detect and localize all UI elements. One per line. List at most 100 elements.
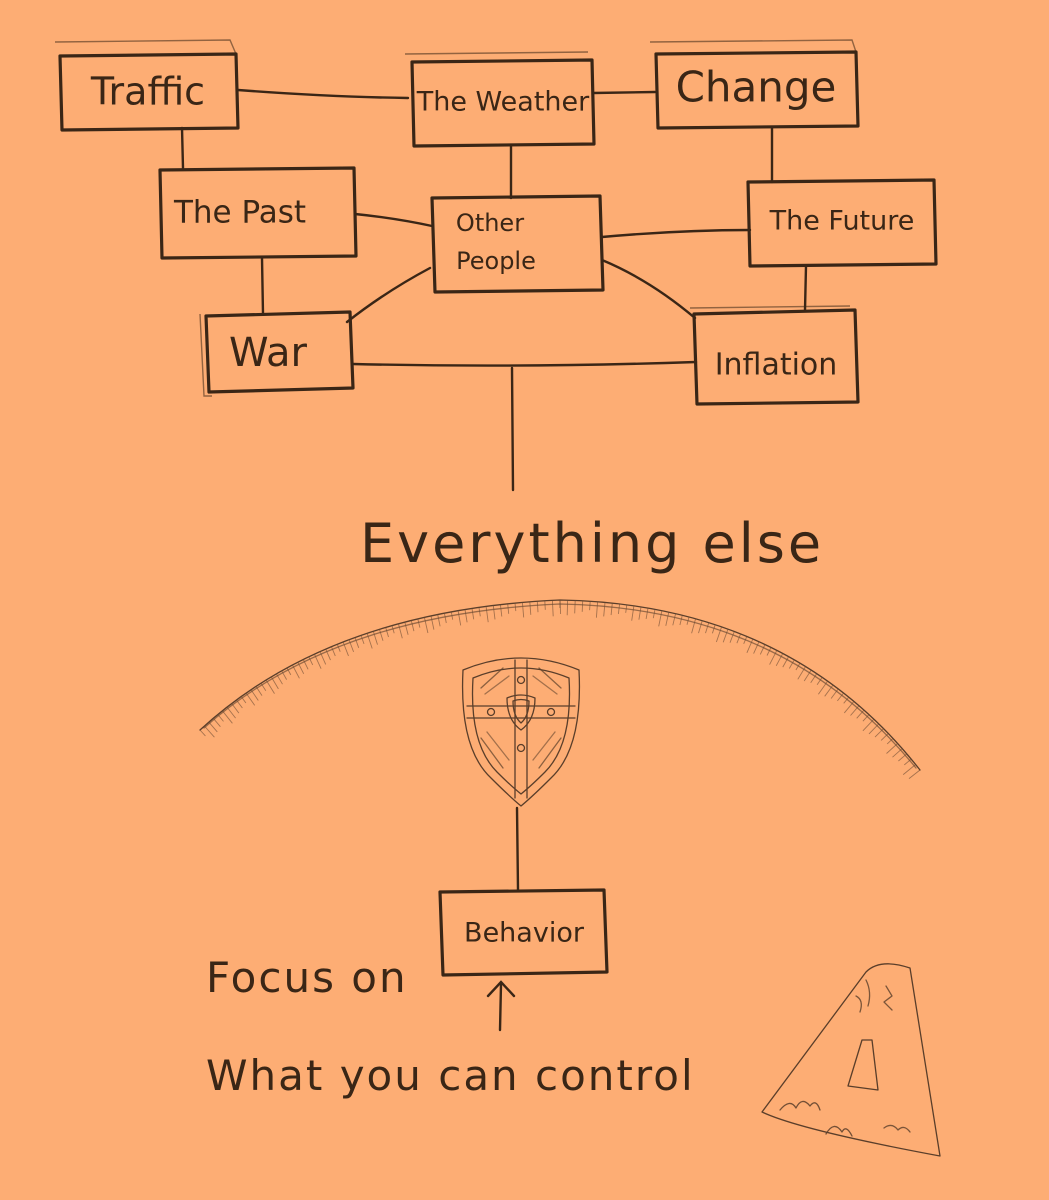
arc-hatch-stroke [270,676,279,690]
arc-hatch-stroke [652,609,656,619]
arc-hatch-stroke [617,603,621,614]
arc-hatch-stroke [705,622,710,634]
arc-hatch-stroke [378,629,384,641]
arc-hatch-stroke [803,669,812,682]
arc-hatch-stroke [816,677,823,686]
arc-hatch-stroke [423,617,429,634]
node-weather-label: The Weather [416,87,590,118]
arc-hatch-stroke [862,714,870,722]
arc-hatch-stroke [769,650,778,665]
arc-hatch-stroke [231,703,240,714]
arc-hatch-stroke [795,662,801,671]
arc-hatch-stroke [336,644,341,652]
arc-hatch-stroke [281,670,287,680]
connector-past-war [260,256,265,316]
arc-hatch-stroke [862,718,875,732]
arc-hatch-stroke [430,615,435,630]
connector-other-future [600,228,752,239]
arc-hatch-stroke [464,609,468,623]
what-you-can-control-label: What you can control [206,1051,695,1100]
arc-hatch-stroke [410,620,415,632]
connector-other-war [345,266,432,324]
arc-hatch-stroke [759,644,766,655]
arc-hatch-stroke [417,618,421,628]
arc-hatch-stroke [404,621,409,635]
boundary-arc-hatching [199,599,921,779]
arc-hatch-stroke [276,673,283,685]
arc-hatch-stroke [485,606,489,623]
arc-hatch-stroke [342,641,349,657]
connector-to-everything-else [510,366,515,492]
arc-hatch-stroke [226,706,236,719]
node-war-label: War [229,330,308,376]
arc-hatch-stroke [746,638,754,653]
arc-hatch-stroke [478,607,481,617]
arc-hatch-stroke [551,600,554,617]
arc-hatch-stroke [437,614,441,627]
connector-future-inflation [803,264,808,312]
arc-hatch-stroke [691,618,697,634]
arc-hatch-stroke [595,601,599,618]
arc-hatch-stroke [236,699,243,709]
arc-hatch-stroke [736,633,742,644]
arc-hatch-stroke [698,620,703,634]
arc-hatch-stroke [250,689,259,701]
arc-hatch-stroke [856,709,865,719]
arc-hatch-stroke [297,661,305,675]
arc-hatch-stroke [843,701,855,714]
arc-hatch-stroke [330,646,336,657]
node-other-people: Other People [430,194,605,294]
node-change: Change [649,39,860,130]
arc-hatch-stroke [743,636,748,644]
node-inflation-label: Inflation [715,348,838,383]
arc-hatch-stroke [443,613,447,624]
arc-hatch-stroke [631,605,635,621]
arc-hatch-stroke [837,692,844,702]
node-other-people-label-line1: Other [456,209,524,237]
everything-else-label: Everything else [360,512,824,575]
node-traffic-label: Traffic [90,70,205,114]
arc-hatch-stroke [354,637,360,648]
connector-past-other [353,212,434,228]
arc-hatch-stroke [797,666,806,680]
arc-hatch-stroke [348,639,355,653]
arc-hatch-stroke [521,602,525,618]
arc-hatch-stroke [753,641,760,654]
connector-traffic-weather [236,88,410,100]
arc-hatch-stroke [818,680,828,695]
arc-hatch-stroke [843,696,850,704]
arc-hatch-stroke [208,721,218,733]
arc-hatch-stroke [766,647,772,656]
arc-hatch-stroke [722,628,729,643]
node-future: The Future [746,178,938,268]
arc-hatch-stroke [302,659,309,670]
arc-hatch-stroke [199,729,206,737]
node-behavior: Behavior [438,888,609,977]
arc-hatch-stroke [868,723,880,735]
arc-hatch-stroke [529,601,532,615]
arc-hatch-stroke [319,651,327,665]
arc-hatch-stroke [292,664,300,679]
arc-hatch-stroke [265,679,275,694]
arc-hatch-stroke [686,616,690,625]
arc-hatch-stroke [892,748,903,758]
node-inflation: Inflation [689,305,860,406]
arc-hatch-stroke [286,667,292,676]
boundary-arc [199,599,921,779]
arc-hatch-stroke [325,648,331,661]
arc-hatch-stroke [450,611,454,620]
node-future-label: The Future [769,206,915,237]
arc-hatch-stroke [610,603,613,616]
arc-hatch-stroke [492,605,496,620]
arc-hatch-stroke [904,758,912,766]
arc-hatch-stroke [260,682,267,692]
arc-hatch-stroke [536,601,539,613]
node-traffic: Traffic [54,39,240,132]
arc-hatch-stroke [645,608,649,619]
arc-hatch-stroke [775,653,784,667]
arc-hatch-stroke [574,600,576,614]
connector-traffic-past [180,126,185,170]
arc-hatch-stroke [625,604,628,613]
